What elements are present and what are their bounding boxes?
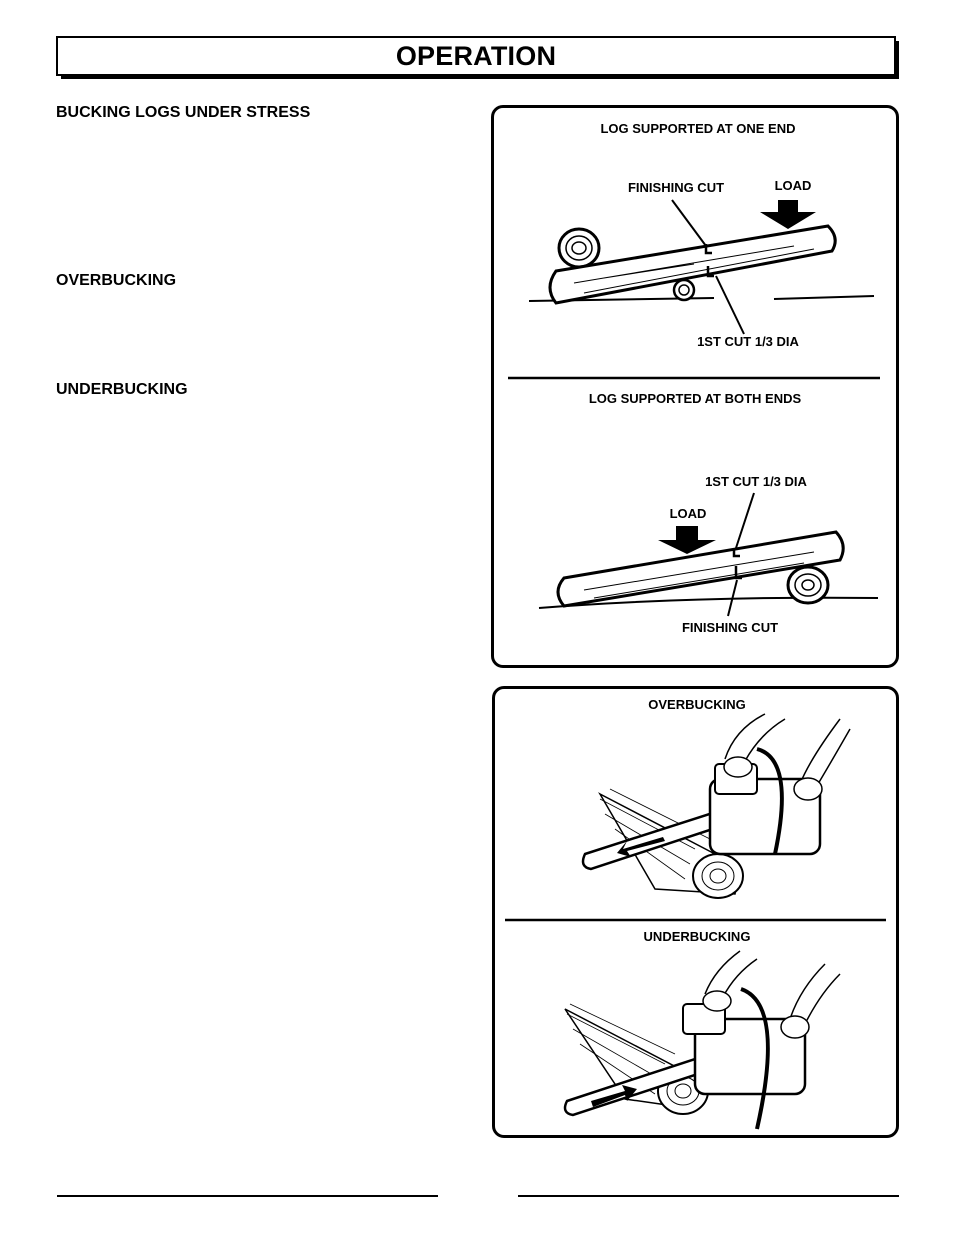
title-box: OPERATION [56,36,896,76]
heading-overbucking: OVERBUCKING [56,272,177,289]
underbucking-illustration [563,950,841,1130]
front-handle-over [756,747,784,855]
heading-bucking-logs-under-stress: BUCKING LOGS UNDER STRESS [56,104,311,121]
direction-arrow-under [591,1085,637,1107]
caption-one-end: LOG SUPPORTED AT ONE END [600,121,795,136]
title-banner: OPERATION [56,36,902,82]
log-support-figure: LOG SUPPORTED AT ONE END FINISHING CUT L… [491,105,899,668]
heading-underbucking: UNDERBUCKING [56,381,188,398]
log-end-over [692,853,744,899]
footer-rule-right [518,1195,899,1197]
log-one-end-illustration [528,199,875,335]
support-log-right [786,565,830,605]
log-support-diagram: LOG SUPPORTED AT ONE END FINISHING CUT L… [508,121,880,635]
caption-underbucking: UNDERBUCKING [644,929,751,944]
label-first-cut-bottom: 1ST CUT 1/3 DIA [705,474,807,489]
finishing-cut-notch-bottom [734,566,742,580]
label-first-cut-top: 1ST CUT 1/3 DIA [697,334,799,349]
saw-body-over [708,777,822,856]
load-arrow-bottom [658,526,716,554]
caption-both-ends: LOG SUPPORTED AT BOTH ENDS [589,391,802,406]
log-both-ends-illustration [538,492,879,617]
main-log-bottom [556,530,845,608]
direction-arrow-over [617,837,665,857]
end-log [557,227,601,269]
front-handle-under [740,987,770,1130]
label-load-top: LOAD [775,178,812,193]
caption-overbucking: OVERBUCKING [648,697,746,712]
overbucking-illustration [581,713,851,899]
page-title: OPERATION [395,40,557,71]
load-arrow-top [760,200,816,229]
finishing-cut-notch [704,244,712,255]
label-load-bottom: LOAD [670,506,707,521]
saw-body-under [693,1017,807,1096]
label-finishing-cut-top: FINISHING CUT [628,180,724,195]
support-log [672,278,696,302]
chainsaw-bucking-figure: OVERBUCKING UNDERBUCKING [492,686,899,1138]
label-finishing-cut-bottom: FINISHING CUT [682,620,778,635]
first-cut-notch [706,266,714,278]
ground-curve [538,596,879,609]
ground-right [773,295,875,300]
first-cut-notch-bottom [732,548,740,558]
chainsaw-bucking-diagram: OVERBUCKING UNDERBUCKING [505,697,886,1130]
footer-rule-left [57,1195,438,1197]
